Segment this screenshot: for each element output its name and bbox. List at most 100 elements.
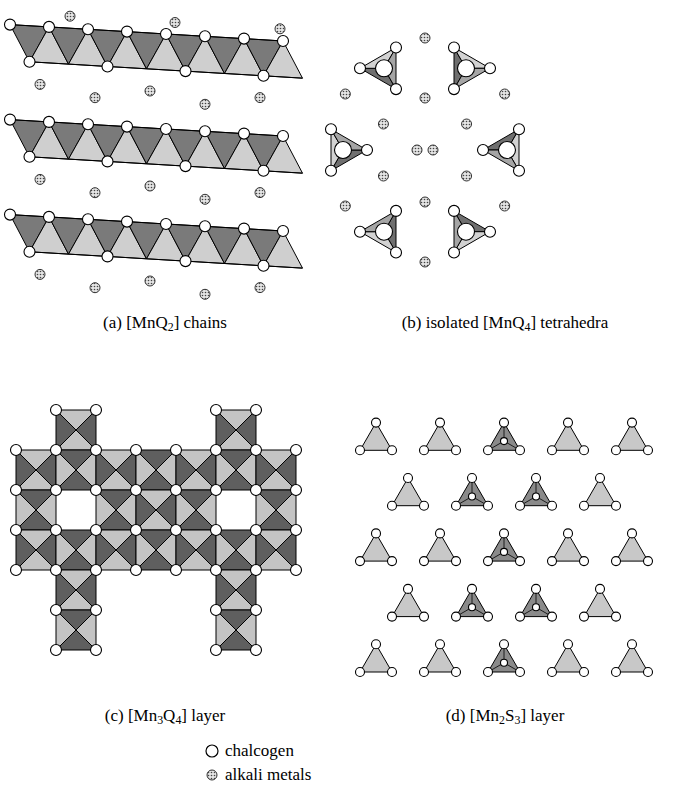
chalcogen-atom xyxy=(91,405,102,416)
polyhedron-face xyxy=(96,490,116,530)
chalcogen-atom xyxy=(628,529,637,538)
chalcogen-atom xyxy=(83,119,94,130)
chalcogen-atom xyxy=(122,121,133,132)
polyhedron-face xyxy=(216,530,236,570)
chalcogen-atom xyxy=(131,565,142,576)
polyhedron-face xyxy=(56,450,76,490)
chalcogen-atom xyxy=(11,445,22,456)
chalcogen-atom xyxy=(420,612,429,621)
chalcogen-atom xyxy=(278,36,289,47)
polyhedron-face xyxy=(136,530,156,570)
chalcogen-atom xyxy=(376,223,393,240)
polyhedron-face xyxy=(216,610,236,650)
polyhedron-face xyxy=(176,530,196,570)
chalcogen-atom xyxy=(420,557,429,566)
chalcogen-atom xyxy=(102,156,113,167)
chalcogen-atom xyxy=(83,214,94,225)
chalcogen-atom xyxy=(644,668,653,677)
chalcogen-atom xyxy=(200,126,211,137)
chalcogen-atom xyxy=(612,446,621,455)
panel-caption: (d) [Mn2S3] layer xyxy=(446,706,565,726)
chalcogen-atom xyxy=(239,33,250,44)
alkali-atom xyxy=(500,201,510,211)
chalcogen-atom xyxy=(452,668,461,677)
chalcogen-atom xyxy=(211,405,222,416)
alkali-atom xyxy=(170,18,180,28)
chalcogen-atom xyxy=(131,525,142,536)
chalcogen-atom xyxy=(580,501,589,510)
chalcogen-atom xyxy=(355,226,366,237)
polyhedron-face xyxy=(216,570,236,610)
chain-panel xyxy=(5,11,303,299)
chalcogen-atom xyxy=(291,565,302,576)
chalcogen-atom xyxy=(211,445,222,456)
chalcogen-atom xyxy=(291,525,302,536)
alkali-atom xyxy=(420,33,430,43)
chalcogen-atom xyxy=(24,151,35,162)
chalcogen-atom xyxy=(51,405,62,416)
chalcogen-atom xyxy=(102,61,113,72)
chalcogen-atom xyxy=(180,256,191,267)
chalcogen-atom xyxy=(484,668,493,677)
polyhedron-face xyxy=(96,530,116,570)
subscript: 3 xyxy=(514,713,520,727)
chalcogen-atom xyxy=(91,445,102,456)
chalcogen-atom xyxy=(469,604,476,611)
chalcogen-atom xyxy=(388,501,397,510)
subscript: 4 xyxy=(175,713,181,727)
chalcogen-atom xyxy=(485,63,496,74)
alkali-atom xyxy=(500,89,510,99)
chalcogen-atom xyxy=(122,216,133,227)
chalcogen-atom xyxy=(388,557,397,566)
chalcogen-atom xyxy=(335,142,352,159)
chalcogen-atom xyxy=(326,165,337,176)
chalcogen-atom xyxy=(500,418,509,427)
chalcogen-atom xyxy=(516,446,525,455)
chalcogen-atom xyxy=(628,640,637,649)
alkali-atom xyxy=(420,93,430,103)
polyhedron-face xyxy=(96,450,116,490)
chalcogen-atom xyxy=(404,474,413,483)
chalcogen-atom xyxy=(436,418,445,427)
chalcogen-atom xyxy=(251,485,262,496)
alkali-atom xyxy=(200,289,210,299)
chalcogen-atom xyxy=(452,501,461,510)
mn2s3-layer-panel xyxy=(356,418,653,676)
alkali-atom xyxy=(145,86,155,96)
chalcogen-atom xyxy=(500,640,509,649)
polyhedron-face xyxy=(256,490,276,530)
polyhedron-face xyxy=(56,570,76,610)
polyhedron-face xyxy=(256,450,276,490)
subscript: 3 xyxy=(157,713,163,727)
alkali-atom xyxy=(65,11,75,21)
chalcogen-atom xyxy=(251,445,262,456)
chalcogen-atom xyxy=(122,26,133,37)
chalcogen-atom xyxy=(91,605,102,616)
chalcogen-atom xyxy=(171,485,182,496)
chalcogen-atom xyxy=(485,226,496,237)
polyhedron-face xyxy=(56,410,76,450)
chalcogen-atom xyxy=(5,209,16,220)
alkali-atom xyxy=(145,276,155,286)
polyhedron-face xyxy=(16,490,36,530)
polyhedron-face xyxy=(136,450,156,490)
chalcogen-atom xyxy=(291,445,302,456)
chalcogen-atom xyxy=(420,501,429,510)
alkali-atom xyxy=(255,188,265,198)
chalcogen-atom xyxy=(404,584,413,593)
alkali-atom xyxy=(200,99,210,109)
chalcogen-atom xyxy=(532,584,541,593)
chalcogen-atom xyxy=(211,485,222,496)
chalcogen-atom xyxy=(83,24,94,35)
alkali-atom xyxy=(428,145,438,155)
chalcogen-atom xyxy=(420,446,429,455)
chalcogen-atom xyxy=(501,659,508,666)
chalcogen-atom xyxy=(458,60,475,77)
chalcogen-atom xyxy=(484,446,493,455)
alkali-symbol xyxy=(207,770,217,780)
chalcogen-atom xyxy=(161,219,172,230)
alkali-atom xyxy=(90,188,100,198)
chalcogen-atom xyxy=(251,605,262,616)
chalcogen-atom xyxy=(388,612,397,621)
polyhedron-face xyxy=(176,450,196,490)
